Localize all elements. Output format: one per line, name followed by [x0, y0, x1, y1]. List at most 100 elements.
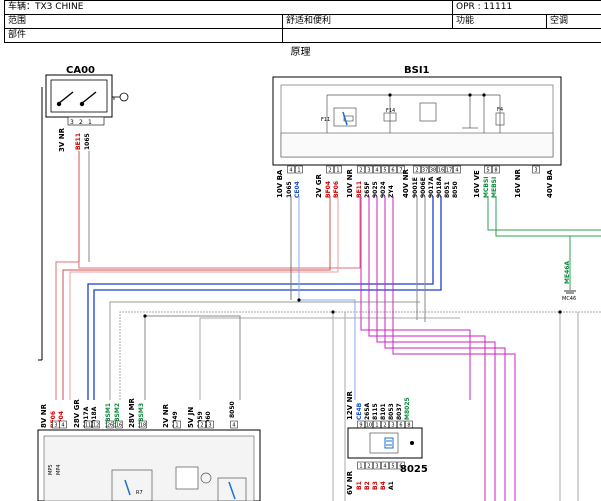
ca00-conn-label: 3V NR — [58, 127, 66, 152]
module-8025-pin-box — [397, 461, 405, 470]
module-left-wire-label: MBSM2 — [114, 403, 121, 428]
module-8025-pin: 6 — [399, 423, 402, 429]
bsi1-pin: 37 — [422, 168, 428, 174]
bsi1-pin-box — [326, 165, 334, 174]
module-left-inner — [43, 435, 255, 501]
bsi1-pin: 6 — [391, 168, 394, 174]
module-left-pin: 12 — [93, 423, 99, 429]
bsi1-wire-label: 8050 — [452, 181, 459, 198]
bsi1-pin-box — [365, 165, 373, 174]
module-8025-pin: 8 — [407, 423, 410, 429]
module-left-conn-label: 5V JN — [187, 407, 195, 428]
module-left-pin: 1 — [175, 423, 178, 429]
diagram-subtitle: 原理 — [290, 47, 311, 58]
bsi1-pin: 4 — [375, 168, 378, 174]
bsi1-wire-label: 265F — [364, 181, 371, 198]
module-left-side-label: MP4 — [56, 464, 62, 475]
module-left-pin-box — [139, 420, 147, 429]
module-8025-pin: 3 — [391, 423, 394, 429]
bsi1-pin-box — [532, 165, 540, 174]
module-8025-wire-label: 8037 — [396, 403, 403, 420]
module-left-sensor — [175, 466, 199, 490]
bsi1-pin-box — [381, 165, 389, 174]
ground-icon — [564, 290, 576, 294]
bsi1-wire-label: 9024 — [380, 181, 387, 198]
module-left-wire-label: BF04 — [58, 411, 65, 428]
ca00-connector — [67, 116, 105, 126]
bsi1-conn-label: 40V BA — [546, 169, 554, 198]
bsi1-wire-label: BF04 — [325, 181, 332, 198]
bsi1-fuse-label: F11 — [321, 117, 330, 123]
ca00-pin: 1 — [88, 119, 92, 126]
bsi1-pin: 2 — [328, 168, 331, 174]
bsi1-conn-label: 40V NR — [402, 169, 410, 198]
module-left-pin: 4 — [232, 423, 235, 429]
module-8025-pin: 1 — [375, 423, 378, 429]
bsi1-relay-contact — [342, 111, 348, 126]
bsi1-pin: 4 — [455, 168, 458, 174]
module-8025-pin-box — [365, 461, 373, 470]
module-left-pin-box — [115, 420, 123, 429]
module-left-relay-frame — [111, 469, 153, 501]
module-left-wire-label: BF06 — [50, 411, 57, 428]
bsi1-conn-label: 16V VE — [473, 170, 481, 198]
ground-label: MC46 — [562, 296, 576, 302]
module-8025-pin-box — [381, 461, 389, 470]
bsi1-pin: 1 — [336, 168, 339, 174]
bsi1-pin-box — [437, 165, 445, 174]
bsi1-pin: 5 — [486, 168, 489, 174]
bsi1-pin: 3 — [367, 168, 370, 174]
module-8025-wire-label: CE4B — [356, 402, 363, 420]
bsi1-pin-box — [373, 165, 381, 174]
module-left-pin-box — [84, 420, 92, 429]
module-8025-pin: 10 — [366, 423, 372, 429]
module-8025-pin: 3 — [375, 464, 378, 470]
bsi1-conn-label: 2V GR — [315, 174, 323, 198]
module-8025-pin-box — [389, 461, 397, 470]
module-8025-wire-label: 8053 — [388, 403, 395, 420]
bsi1-pin: 7 — [399, 168, 402, 174]
module-left-relay-label: R7 — [136, 490, 143, 496]
module-8025-pin: 2 — [367, 464, 370, 470]
bsi1-pin: 38 — [430, 168, 436, 174]
bsi1-wire-label: 9017A — [428, 176, 435, 198]
module-left-wire-label: 8060 — [205, 411, 212, 428]
module-8025-wire-label: 8115 — [372, 403, 379, 420]
module-8025-bottom-wire: B2 — [364, 481, 371, 490]
module-8025-pin: 1 — [359, 464, 362, 470]
bsi1-pin: 1 — [297, 168, 300, 174]
bsi1-wire-label: 1065 — [286, 181, 293, 198]
ca00-switch-frame — [50, 79, 108, 113]
module-8025-terminal-icon — [410, 441, 414, 445]
bsi1-pin-box — [287, 165, 295, 174]
bsi1-wire-label: MEBSI — [491, 177, 498, 198]
module-left-side-label: MP5 — [48, 464, 54, 475]
bsi1-pin: 3 — [534, 168, 537, 174]
ca00-wire-label: 1065 — [84, 133, 91, 150]
ca00-switch-icon — [56, 91, 97, 107]
module-8025-conn-bottom-label: 6V NR — [346, 470, 354, 495]
bsi1-wire-label: ZY4 — [388, 185, 395, 198]
ca00-wire-label: BE11 — [75, 133, 82, 150]
bsi1-fuse-label: F4 — [497, 107, 503, 113]
bsi1-pin-box — [295, 165, 303, 174]
bsi1-wire-label: 9006E — [420, 177, 427, 198]
module-left-pin: 18 — [140, 423, 146, 429]
module-left-wire-label: 8049 — [172, 411, 179, 428]
ca00-pin: 3 — [70, 119, 74, 126]
bsi1-pin: 8 — [494, 168, 497, 174]
module-left-pin: 11 — [85, 423, 91, 429]
module-left-wire-label: 9017A — [83, 406, 90, 428]
bsi1-pin: 17 — [446, 168, 452, 174]
module-left-pin-box — [206, 420, 214, 429]
ca00-pin: 2 — [79, 119, 83, 126]
module-left-pin: 3 — [54, 423, 57, 429]
bsi1-conn-label: 10V NR — [346, 169, 354, 198]
bsi1-pin-box — [397, 165, 405, 174]
module-8025-pin-box — [357, 461, 365, 470]
